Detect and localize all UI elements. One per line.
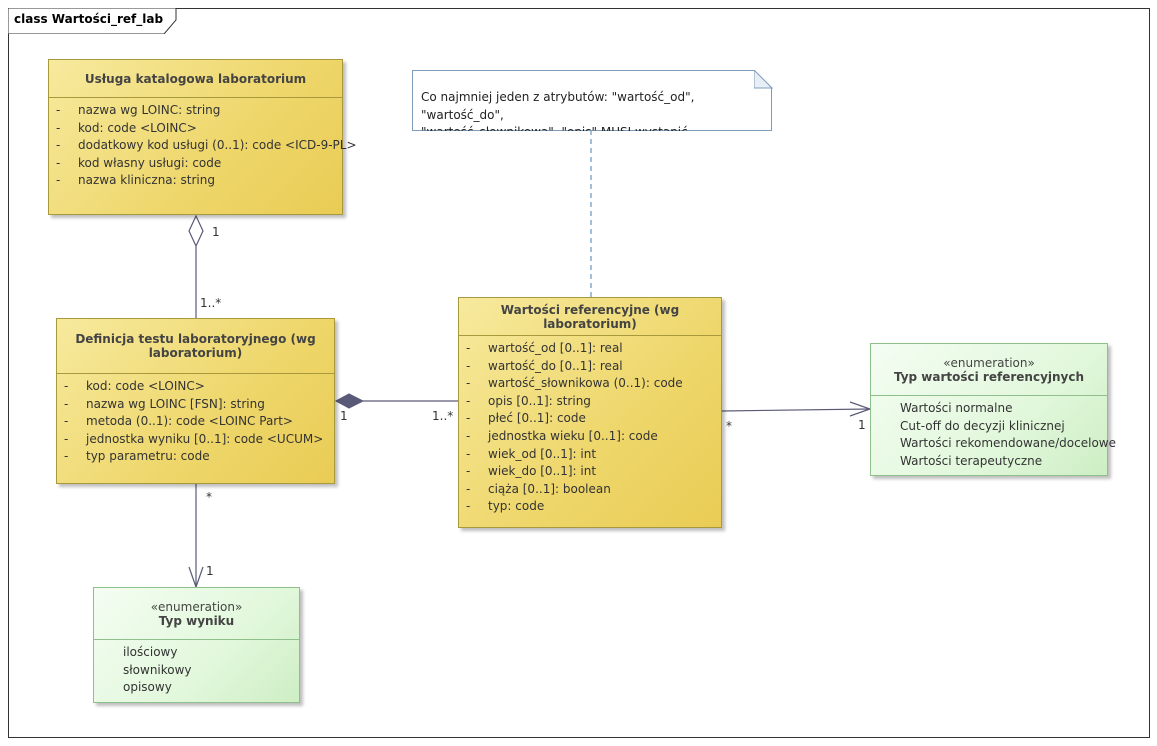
attribute: -dodatkowy kod usługi (0..1): code <ICD-… (56, 138, 357, 153)
class-definicja-testu[interactable]: Definicja testu laboratoryjnego (wg labo… (56, 318, 335, 484)
enum-literal: ilościowy (123, 645, 178, 659)
attribute: -kod: code <LOINC> (56, 120, 197, 135)
enum-header: «enumeration» Typ wartości referencyjnyc… (871, 344, 1107, 396)
frame-tab (8, 8, 177, 34)
literal-list: ilościowy słownikowy opisowy (94, 640, 299, 697)
literal-list: Wartości normalne Cut-off do decyzji kli… (871, 396, 1116, 470)
constraint-note: Co najmniej jeden z atrybutów: "wartość_… (412, 70, 772, 131)
attribute: -wiek_od [0..1]: int (466, 446, 597, 461)
enum-literal: opisowy (123, 680, 172, 695)
class-usluga-katalogowa[interactable]: Usługa katalogowa laboratorium -nazwa wg… (48, 59, 357, 215)
enum-literal: Wartości rekomendowane/docelowe (900, 436, 1116, 451)
enum-typ-wartosci-referencyjnych[interactable]: «enumeration» Typ wartości referencyjnyc… (870, 343, 1116, 476)
stereotype-label: «enumeration» (943, 355, 1035, 370)
multiplicity-label: 1 (858, 418, 866, 432)
enum-typ-wyniku[interactable]: «enumeration» Typ wyniku ilościowy słown… (93, 587, 300, 703)
attribute-list: -kod: code <LOINC> -nazwa wg LOINC [FSN]… (57, 374, 334, 466)
enum-literal: Cut-off do decyzji klinicznej (900, 418, 1065, 433)
attribute: -metoda (0..1): code <LOINC Part> (64, 414, 293, 429)
enum-literal: Wartości normalne (900, 401, 1013, 415)
enum-literal: Wartości terapeutyczne (900, 453, 1043, 468)
association-line-typ-wartosci (721, 408, 871, 412)
class-name-line-2: laboratorium) (148, 346, 243, 360)
attribute: -wartość_do [0..1]: real (466, 358, 623, 373)
attribute: -opis [0..1]: string (466, 393, 591, 408)
enum-literal: słownikowy (123, 662, 192, 677)
multiplicity-label: * (206, 490, 212, 504)
diagram-frame (8, 8, 1150, 738)
multiplicity-label: 1 (206, 564, 214, 578)
class-wartosci-referencyjne[interactable]: Wartości referencyjne (wg laboratorium) … (458, 297, 722, 528)
note-fold (754, 70, 773, 89)
attribute: -wartość_słownikowa (0..1): code (466, 376, 683, 391)
multiplicity-label: * (726, 419, 732, 433)
stereotype-label: «enumeration» (150, 599, 243, 614)
attribute: -nazwa wg LOINC: string (56, 103, 221, 117)
multiplicity-label: 1 (212, 225, 220, 239)
attribute: -wiek_do [0..1]: int (466, 464, 597, 479)
class-name: Definicja testu laboratoryjnego (wg labo… (57, 319, 334, 374)
class-name: Usługa katalogowa laboratorium (49, 60, 342, 98)
class-name: Wartości referencyjne (wg laboratorium) (459, 298, 721, 336)
attribute: -kod własny usługi: code (56, 155, 222, 170)
multiplicity-label: 1..* (200, 296, 222, 310)
attribute: -nazwa kliniczna: string (56, 173, 215, 188)
attribute: -jednostka wyniku [0..1]: code <UCUM> (64, 431, 324, 446)
attribute: -ciąża [0..1]: boolean (466, 481, 611, 496)
attribute: -wartość_od [0..1]: real (466, 341, 623, 355)
enum-header: «enumeration» Typ wyniku (94, 588, 299, 640)
attribute: -jednostka wieku [0..1]: code (466, 428, 658, 443)
multiplicity-label: 1 (340, 409, 348, 423)
attribute: -typ parametru: code (64, 449, 210, 464)
attribute: -płeć [0..1]: code (466, 411, 586, 426)
attribute: -typ: code (466, 499, 545, 514)
attribute-list: -nazwa wg LOINC: string -kod: code <LOIN… (49, 98, 357, 190)
attribute: -nazwa wg LOINC [FSN]: string (64, 396, 265, 411)
aggregation-diamond (188, 214, 204, 248)
attribute-list: -wartość_od [0..1]: real -wartość_do [0.… (459, 336, 721, 516)
enum-name: Typ wyniku (158, 613, 235, 628)
enum-name: Typ wartości referencyjnych (893, 369, 1085, 384)
class-name-line-1: Definicja testu laboratoryjnego (wg (75, 332, 316, 346)
composition-diamond (334, 393, 365, 409)
attribute: -kod: code <LOINC> (64, 379, 205, 393)
multiplicity-label: 1..* (432, 409, 454, 423)
note-line-1: Co najmniej jeden z atrybutów: "wartość_… (421, 90, 695, 122)
diagram-title: class Wartości_ref_lab (14, 12, 164, 26)
